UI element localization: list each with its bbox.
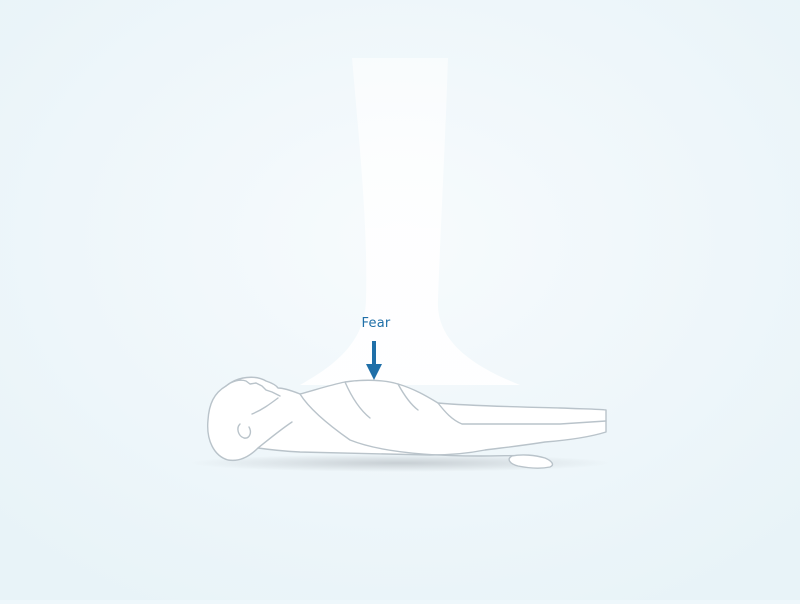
figure-ear xyxy=(237,423,252,439)
reclining-human-figure xyxy=(207,376,607,469)
figure-face xyxy=(225,379,281,397)
figure-hip-line xyxy=(437,402,607,425)
down-arrow-icon xyxy=(366,341,382,380)
figure-hand xyxy=(508,454,554,469)
annotation-label: Fear xyxy=(361,316,391,331)
light-beam xyxy=(300,58,520,385)
floor-shadow xyxy=(190,454,610,472)
figure-torso-line xyxy=(344,381,419,419)
figure-arm xyxy=(299,393,531,457)
figure-body xyxy=(207,376,607,462)
figure-neck xyxy=(251,397,293,449)
